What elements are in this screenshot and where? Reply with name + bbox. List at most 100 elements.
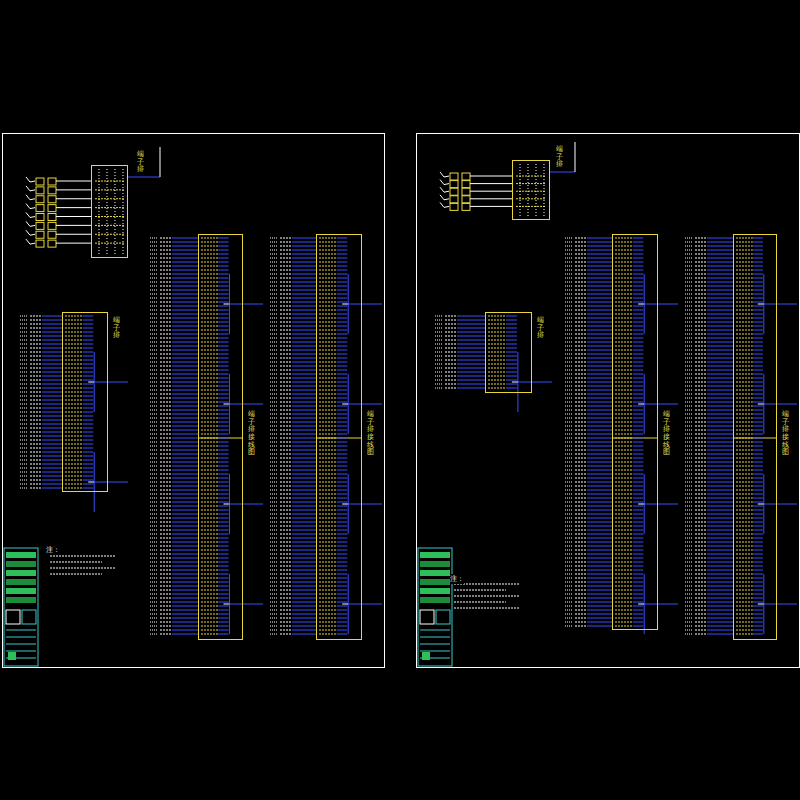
wire: [65, 468, 83, 469]
wire: [565, 454, 573, 455]
wire: [280, 462, 292, 463]
wire: [42, 328, 62, 329]
wire: [150, 418, 158, 419]
frame: [6, 552, 36, 558]
wire: [218, 282, 228, 283]
wire: [270, 474, 278, 475]
wire: [42, 416, 62, 417]
wire: [565, 522, 573, 523]
wire: [733, 438, 777, 439]
wire: [337, 462, 348, 463]
wire: [292, 630, 316, 631]
wire: [292, 278, 316, 279]
wire: [575, 278, 587, 279]
wire: [565, 346, 573, 347]
wire: [83, 360, 94, 361]
wire: [42, 384, 62, 385]
wire: [337, 302, 348, 303]
wire: [20, 324, 28, 325]
wire: [270, 526, 278, 527]
wire: [292, 410, 316, 411]
wire: [270, 574, 278, 575]
wire: [65, 480, 83, 481]
wire: [575, 486, 587, 487]
wire: [506, 376, 517, 377]
wire: [587, 422, 612, 423]
wire: [160, 358, 172, 359]
wire: [160, 282, 172, 283]
wire: [506, 324, 517, 325]
wire: [337, 242, 348, 243]
wire: [457, 348, 485, 349]
wire: [615, 246, 633, 247]
wire: [457, 344, 485, 345]
wire: [270, 534, 278, 535]
wire: [685, 294, 693, 295]
wire: [319, 618, 337, 619]
wire: [83, 336, 94, 337]
wire: [83, 408, 94, 409]
wire: [337, 294, 348, 295]
wire: [587, 378, 612, 379]
wire: [633, 554, 644, 555]
frame: [22, 610, 36, 624]
wire: [292, 554, 316, 555]
wire: [337, 266, 348, 267]
wire: [160, 518, 172, 519]
wire: [65, 408, 83, 409]
wire: [575, 346, 587, 347]
wire: [685, 250, 693, 251]
wire: [319, 386, 337, 387]
wire: [270, 578, 278, 579]
wire: [270, 510, 278, 511]
wire: [218, 298, 228, 299]
wire: [172, 634, 198, 635]
wire: [160, 334, 172, 335]
wire: [292, 590, 316, 591]
wire: [615, 370, 633, 371]
wire: [587, 586, 612, 587]
wire: [172, 458, 198, 459]
wire: [172, 290, 198, 291]
wire: [337, 482, 348, 483]
wire: [280, 394, 292, 395]
wire: [337, 314, 348, 315]
wire: [615, 626, 633, 627]
wire: [160, 606, 172, 607]
wire: [150, 242, 158, 243]
wire: [575, 290, 587, 291]
wire: [150, 518, 158, 519]
wire: [292, 606, 316, 607]
wire: [218, 426, 228, 427]
wire: [160, 298, 172, 299]
wire: [160, 258, 172, 259]
wire: [506, 328, 517, 329]
frame: [420, 552, 450, 558]
wire: [615, 250, 633, 251]
wire: [20, 448, 28, 449]
wire: [280, 306, 292, 307]
wire: [30, 396, 42, 397]
wire: [292, 506, 316, 507]
wire: [218, 262, 228, 263]
wire: [270, 418, 278, 419]
wire: [575, 466, 587, 467]
wire: [150, 262, 158, 263]
wire: [65, 372, 83, 373]
wire: [506, 316, 517, 317]
wire: [230, 604, 264, 605]
wire: [280, 602, 292, 603]
wire: [615, 486, 633, 487]
wire: [292, 502, 316, 503]
wire: [736, 254, 753, 255]
wire: [270, 346, 278, 347]
wire: [83, 384, 94, 385]
wire: [270, 630, 278, 631]
wire: [218, 602, 228, 603]
wire: [292, 594, 316, 595]
wire: [292, 586, 316, 587]
frame: [6, 610, 20, 624]
wire: [565, 622, 573, 623]
wire: [42, 376, 62, 377]
wire: [292, 358, 316, 359]
